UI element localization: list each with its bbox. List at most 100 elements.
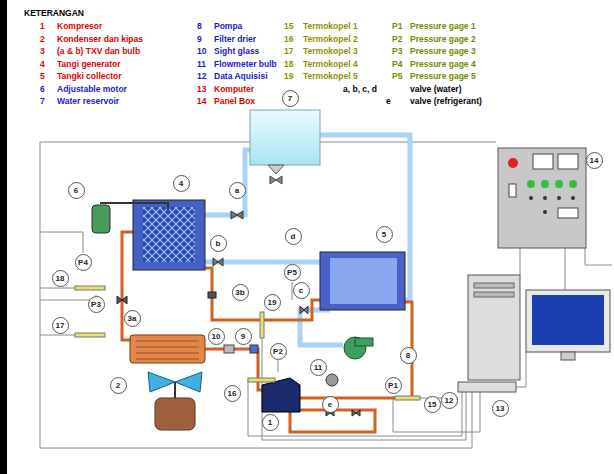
legend-number: P1 bbox=[392, 21, 402, 31]
panel-box bbox=[543, 210, 547, 214]
legend-entry: Tangi generator bbox=[57, 59, 121, 69]
pump bbox=[355, 338, 373, 346]
callout-number: 3b bbox=[235, 288, 244, 297]
callout-circle: 5 bbox=[376, 226, 393, 243]
callout-number: 13 bbox=[496, 404, 505, 413]
callout-number: 5 bbox=[382, 230, 386, 239]
legend-entry: Pressure gage 4 bbox=[410, 59, 476, 69]
legend-number: 10 bbox=[197, 46, 206, 56]
compressor bbox=[262, 378, 300, 412]
callout-number: 11 bbox=[314, 363, 322, 372]
callout-number: 14 bbox=[590, 156, 599, 165]
callout-number: 6 bbox=[74, 186, 78, 195]
panel-box bbox=[509, 184, 516, 197]
legend-text: Sight glass bbox=[214, 46, 259, 56]
signal-wire bbox=[40, 288, 75, 289]
refrigerant-pipe bbox=[300, 302, 412, 398]
condenser bbox=[130, 335, 205, 363]
legend-entry: Sight glass bbox=[214, 46, 259, 56]
callout-number: c bbox=[299, 286, 303, 295]
legend-number: 8 bbox=[197, 21, 202, 31]
legend-number: 19 bbox=[284, 71, 293, 81]
panel-box bbox=[498, 148, 586, 248]
legend-number: 4 bbox=[40, 59, 45, 69]
panel-box bbox=[508, 158, 518, 168]
legend-text: Pressure gage 5 bbox=[410, 71, 476, 81]
thermocouple bbox=[395, 396, 420, 400]
legend-text: Kompresor bbox=[57, 21, 102, 31]
computer bbox=[561, 352, 575, 360]
callout-circle: 1 bbox=[262, 414, 279, 431]
water-valve bbox=[300, 306, 308, 314]
callout-number: 19 bbox=[268, 298, 277, 307]
legend-text: Termokopel 1 bbox=[303, 21, 358, 31]
callout-circle: 7 bbox=[282, 90, 299, 107]
callout-circle: 4 bbox=[173, 175, 190, 192]
legend-number: 3 bbox=[40, 46, 45, 56]
panel-box bbox=[558, 208, 578, 218]
callout-number: 10 bbox=[212, 332, 221, 341]
legend-text: Komputer bbox=[214, 84, 254, 94]
legend-entry: Pressure gage 1 bbox=[410, 21, 476, 31]
panel-box bbox=[555, 180, 563, 188]
callout-number: P2 bbox=[273, 347, 283, 356]
legend-entry: Termokopel 5 bbox=[303, 71, 358, 81]
legend-entry: 6 bbox=[40, 84, 45, 94]
callout-circle: 12 bbox=[441, 392, 458, 409]
panel-box bbox=[529, 196, 533, 200]
callout-number: 3a bbox=[128, 314, 137, 323]
legend-number: 17 bbox=[284, 46, 293, 56]
legend-entry: 16 bbox=[284, 34, 293, 44]
legend-entry: valve (water) bbox=[410, 84, 462, 94]
signal-wire bbox=[40, 142, 612, 448]
callout-circle: 11 bbox=[310, 359, 327, 376]
callout-number: 17 bbox=[56, 321, 65, 330]
legend-entry: 18 bbox=[284, 59, 293, 69]
generator-tank bbox=[143, 207, 195, 262]
legend-number: 13 bbox=[197, 84, 206, 94]
legend-text: Pressure gage 2 bbox=[410, 34, 476, 44]
water-reservoir bbox=[250, 110, 320, 184]
condenser-fan bbox=[155, 398, 195, 430]
legend-text: Kondenser dan kipas bbox=[57, 34, 143, 44]
data-acquisition bbox=[458, 382, 516, 392]
callout-circle: 10 bbox=[208, 328, 225, 345]
legend-text: Panel Box bbox=[214, 96, 255, 106]
signal-wire bbox=[520, 248, 521, 275]
legend-number: 12 bbox=[197, 71, 206, 81]
signal-wire bbox=[40, 232, 83, 253]
refrigerant-pipe bbox=[205, 349, 262, 390]
panel-box bbox=[498, 148, 586, 248]
legend-entry: 4 bbox=[40, 59, 45, 69]
callout-number: 9 bbox=[241, 332, 245, 341]
condenser-fan bbox=[174, 382, 176, 398]
legend-entry: Pressure gage 3 bbox=[410, 46, 476, 56]
pump bbox=[344, 337, 373, 359]
water-pipe bbox=[205, 150, 250, 215]
condenser bbox=[130, 335, 205, 363]
flowmeter bbox=[326, 374, 338, 386]
legend-text: Data Aquisisi bbox=[214, 71, 268, 81]
callout-circle: 19 bbox=[264, 294, 281, 311]
legend-entry: 12 bbox=[197, 71, 206, 81]
callout-circle: 17 bbox=[52, 317, 69, 334]
legend-number: 7 bbox=[40, 96, 45, 106]
condenser bbox=[136, 341, 199, 359]
callout-circle: P3 bbox=[88, 296, 105, 313]
legend-entry: Pressure gage 5 bbox=[410, 71, 476, 81]
legend-entry: 8 bbox=[197, 21, 202, 31]
legend-entry: Pressure gage 2 bbox=[410, 34, 476, 44]
legend-text: (a & b) TXV dan bulb bbox=[57, 46, 140, 56]
callout-circle: 3b bbox=[232, 284, 249, 301]
callout-circle: 15 bbox=[424, 396, 441, 413]
callout-number: 7 bbox=[288, 94, 292, 103]
signal-wire bbox=[262, 338, 466, 440]
callout-number: 2 bbox=[116, 381, 120, 390]
legend-entry: 9 bbox=[197, 34, 202, 44]
legend-text: Adjustable motor bbox=[57, 84, 127, 94]
legend-text: Tangi generator bbox=[57, 59, 121, 69]
legend-entry: Water reservoir bbox=[57, 96, 119, 106]
legend-entry: 2 bbox=[40, 34, 45, 44]
legend-entry: Filter drier bbox=[214, 34, 256, 44]
legend-text: a, b, c, d bbox=[343, 84, 377, 94]
